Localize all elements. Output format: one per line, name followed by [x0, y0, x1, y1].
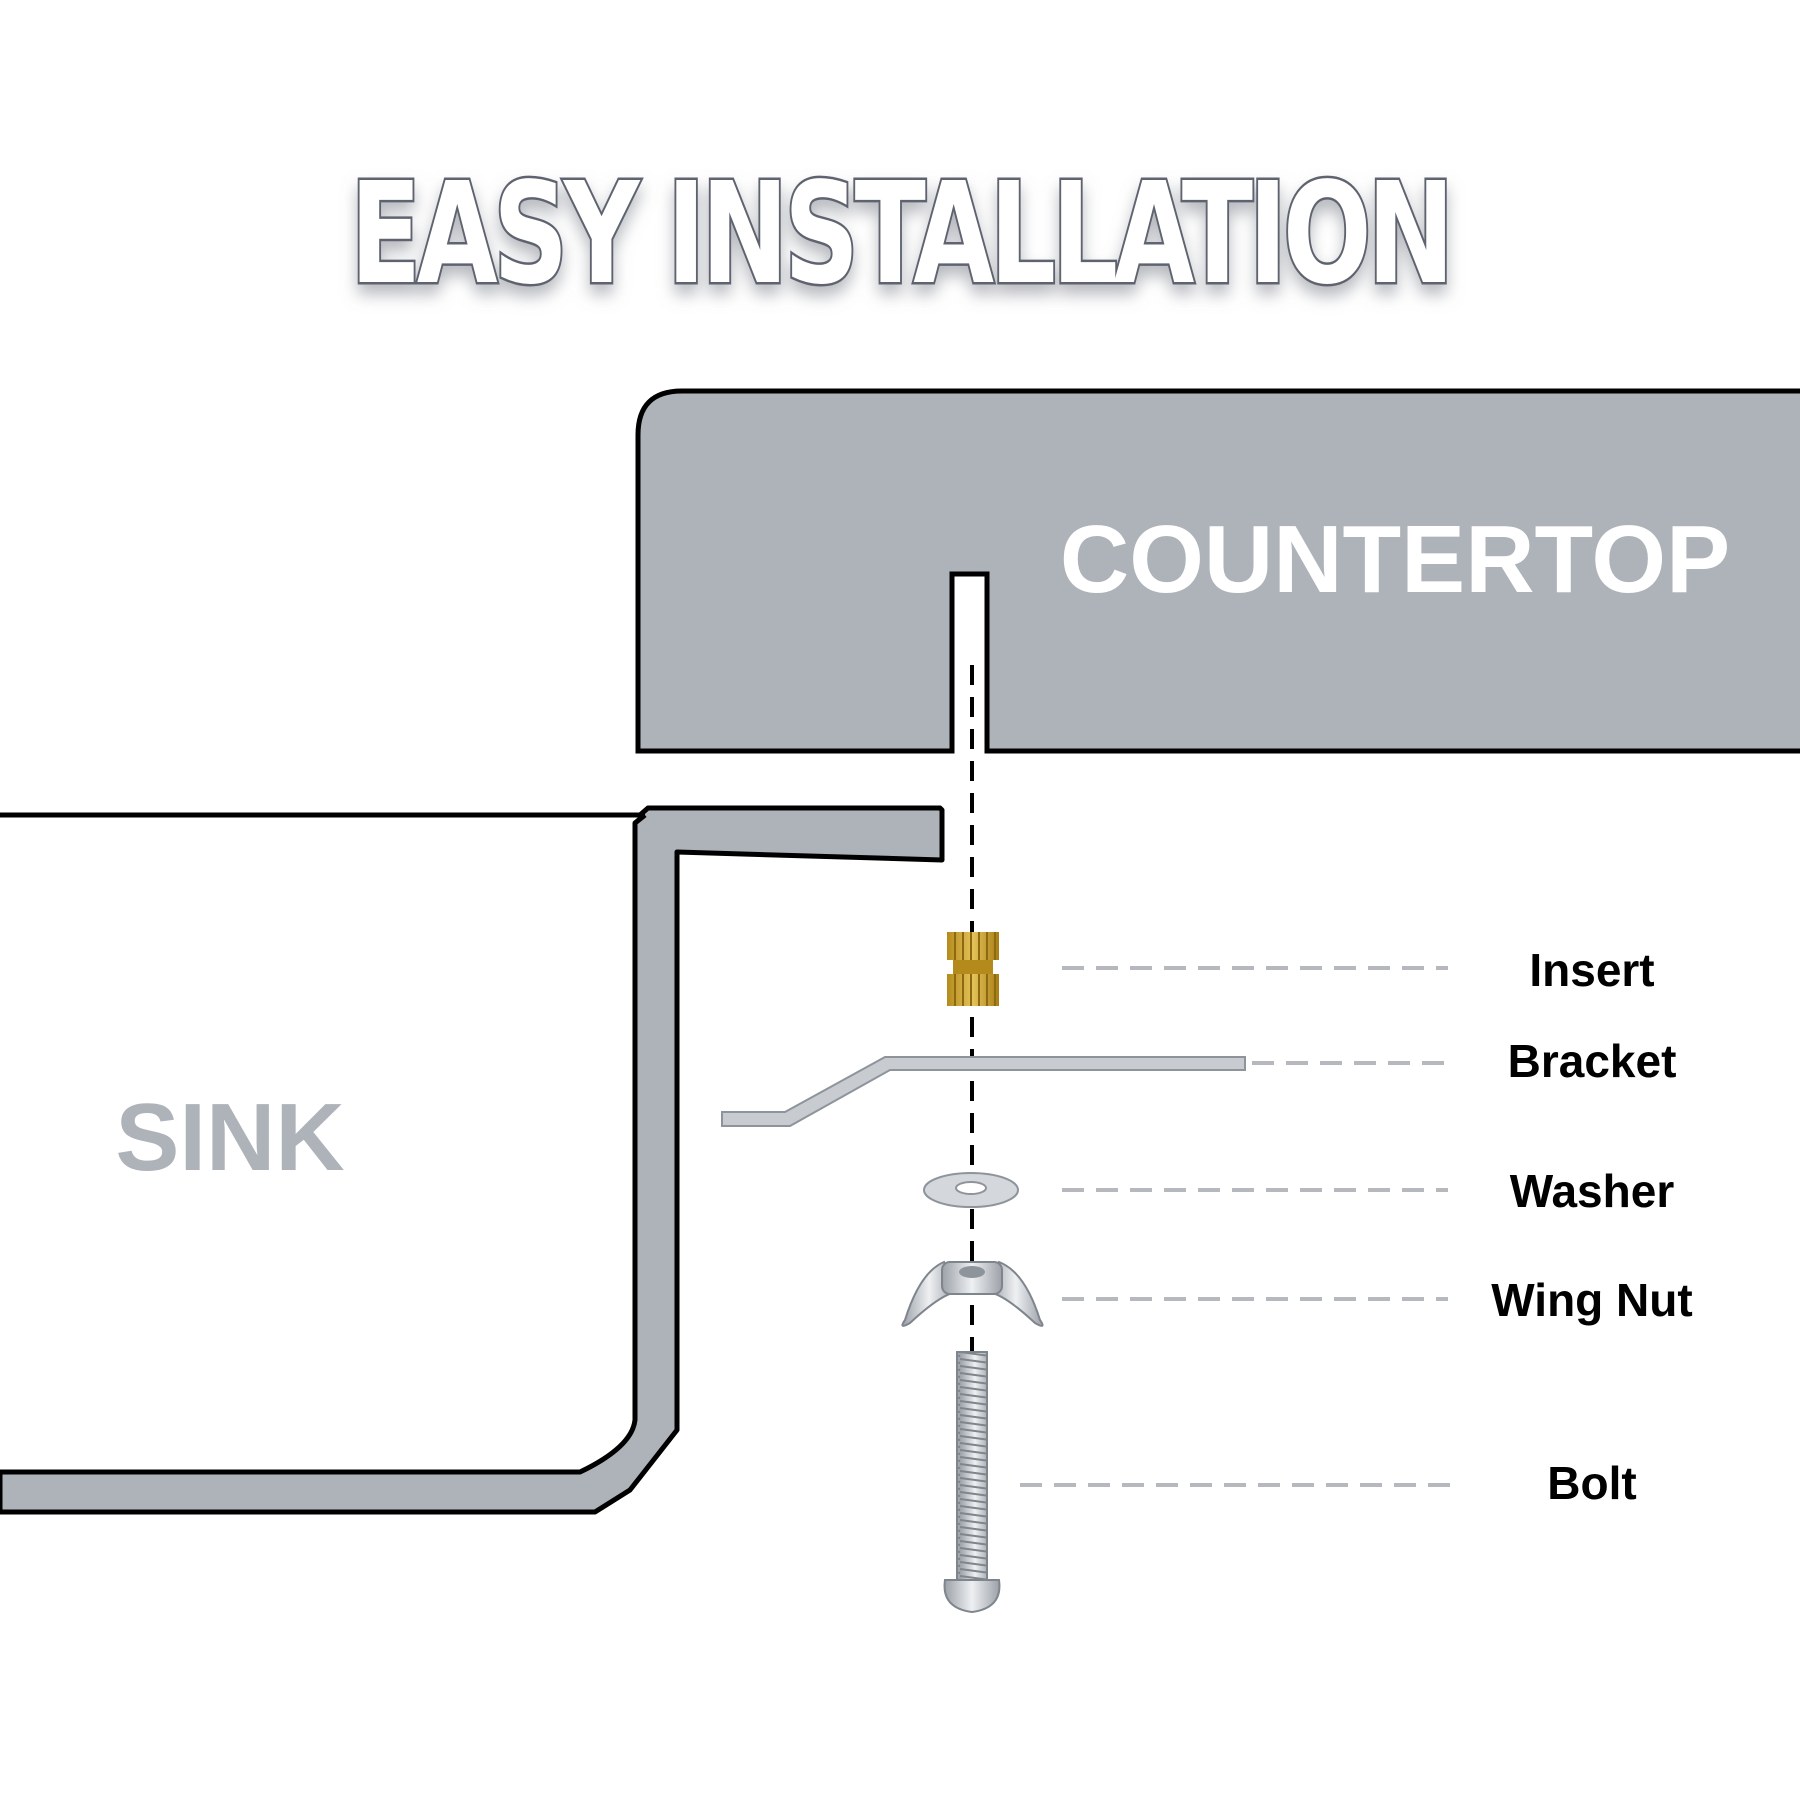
sink-wall: [0, 805, 945, 1515]
bolt-part: [943, 1351, 1001, 1614]
sink-label: SINK: [115, 1084, 344, 1191]
countertop-slab: [635, 388, 1800, 754]
bracket-label: Bracket: [1508, 1035, 1677, 1087]
insert-part: [947, 932, 999, 1006]
countertop-label: COUNTERTOP: [1060, 506, 1730, 613]
insert-label: Insert: [1529, 944, 1654, 996]
wing-nut-part: [901, 1260, 1044, 1327]
bracket-part: [721, 1056, 1246, 1127]
bolt-label: Bolt: [1547, 1457, 1636, 1509]
wing-nut-label: Wing Nut: [1491, 1274, 1692, 1326]
page-title: EASY INSTALLATION: [350, 153, 1450, 316]
washer-label: Washer: [1510, 1165, 1675, 1217]
washer-part: [923, 1172, 1019, 1208]
